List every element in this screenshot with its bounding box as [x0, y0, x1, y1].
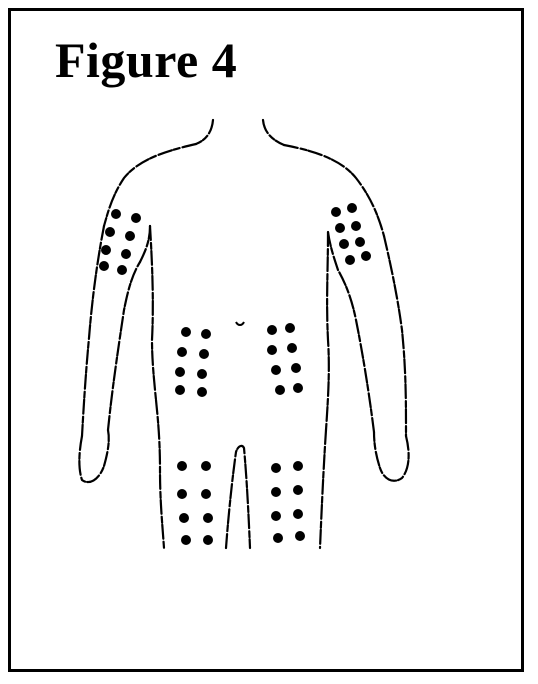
- injection-site-dot: [285, 323, 295, 333]
- injection-site-dot: [291, 363, 301, 373]
- injection-site-dot: [203, 513, 213, 523]
- injection-site-dot: [179, 513, 189, 523]
- injection-site-dot: [351, 221, 361, 231]
- injection-site-dot: [267, 325, 277, 335]
- injection-site-dot: [271, 365, 281, 375]
- injection-site-dot: [347, 203, 357, 213]
- left-abdomen-sites: [267, 323, 303, 395]
- injection-site-dot: [335, 223, 345, 233]
- injection-site-dot: [131, 213, 141, 223]
- human-body-outline-icon: [79, 120, 408, 548]
- injection-sites-layer: [99, 203, 371, 545]
- injection-site-dot: [287, 343, 297, 353]
- injection-site-dot: [201, 489, 211, 499]
- injection-site-dot: [273, 533, 283, 543]
- injection-site-dot: [201, 461, 211, 471]
- injection-site-dot: [295, 531, 305, 541]
- injection-site-dot: [111, 209, 121, 219]
- injection-site-dot: [177, 461, 187, 471]
- injection-site-dot: [177, 347, 187, 357]
- injection-site-dot: [197, 387, 207, 397]
- injection-site-dot: [203, 535, 213, 545]
- injection-site-dot: [101, 245, 111, 255]
- injection-site-dot: [201, 329, 211, 339]
- injection-site-dot: [105, 227, 115, 237]
- injection-site-dot: [121, 249, 131, 259]
- left-thigh-sites: [271, 461, 305, 543]
- injection-site-dot: [125, 231, 135, 241]
- left-upper-arm-sites: [331, 203, 371, 265]
- injection-site-dot: [339, 239, 349, 249]
- injection-site-dot: [197, 369, 207, 379]
- injection-site-dot: [117, 265, 127, 275]
- right-thigh-sites: [177, 461, 213, 545]
- injection-site-dot: [355, 237, 365, 247]
- injection-site-dot: [175, 367, 185, 377]
- injection-site-dot: [275, 385, 285, 395]
- injection-site-dot: [271, 487, 281, 497]
- injection-site-dot: [181, 535, 191, 545]
- injection-site-dot: [345, 255, 355, 265]
- injection-site-dot: [331, 207, 341, 217]
- injection-site-dot: [175, 385, 185, 395]
- injection-site-dot: [271, 463, 281, 473]
- injection-site-dot: [177, 489, 187, 499]
- right-abdomen-sites: [175, 327, 211, 397]
- injection-site-dot: [293, 509, 303, 519]
- injection-site-dot: [293, 485, 303, 495]
- injection-site-dot: [199, 349, 209, 359]
- injection-site-dot: [267, 345, 277, 355]
- injection-site-dot: [271, 511, 281, 521]
- injection-site-dot: [293, 461, 303, 471]
- injection-site-dot: [293, 383, 303, 393]
- injection-site-dot: [361, 251, 371, 261]
- injection-site-dot: [181, 327, 191, 337]
- navel-mark: [236, 322, 244, 325]
- injection-site-dot: [99, 261, 109, 271]
